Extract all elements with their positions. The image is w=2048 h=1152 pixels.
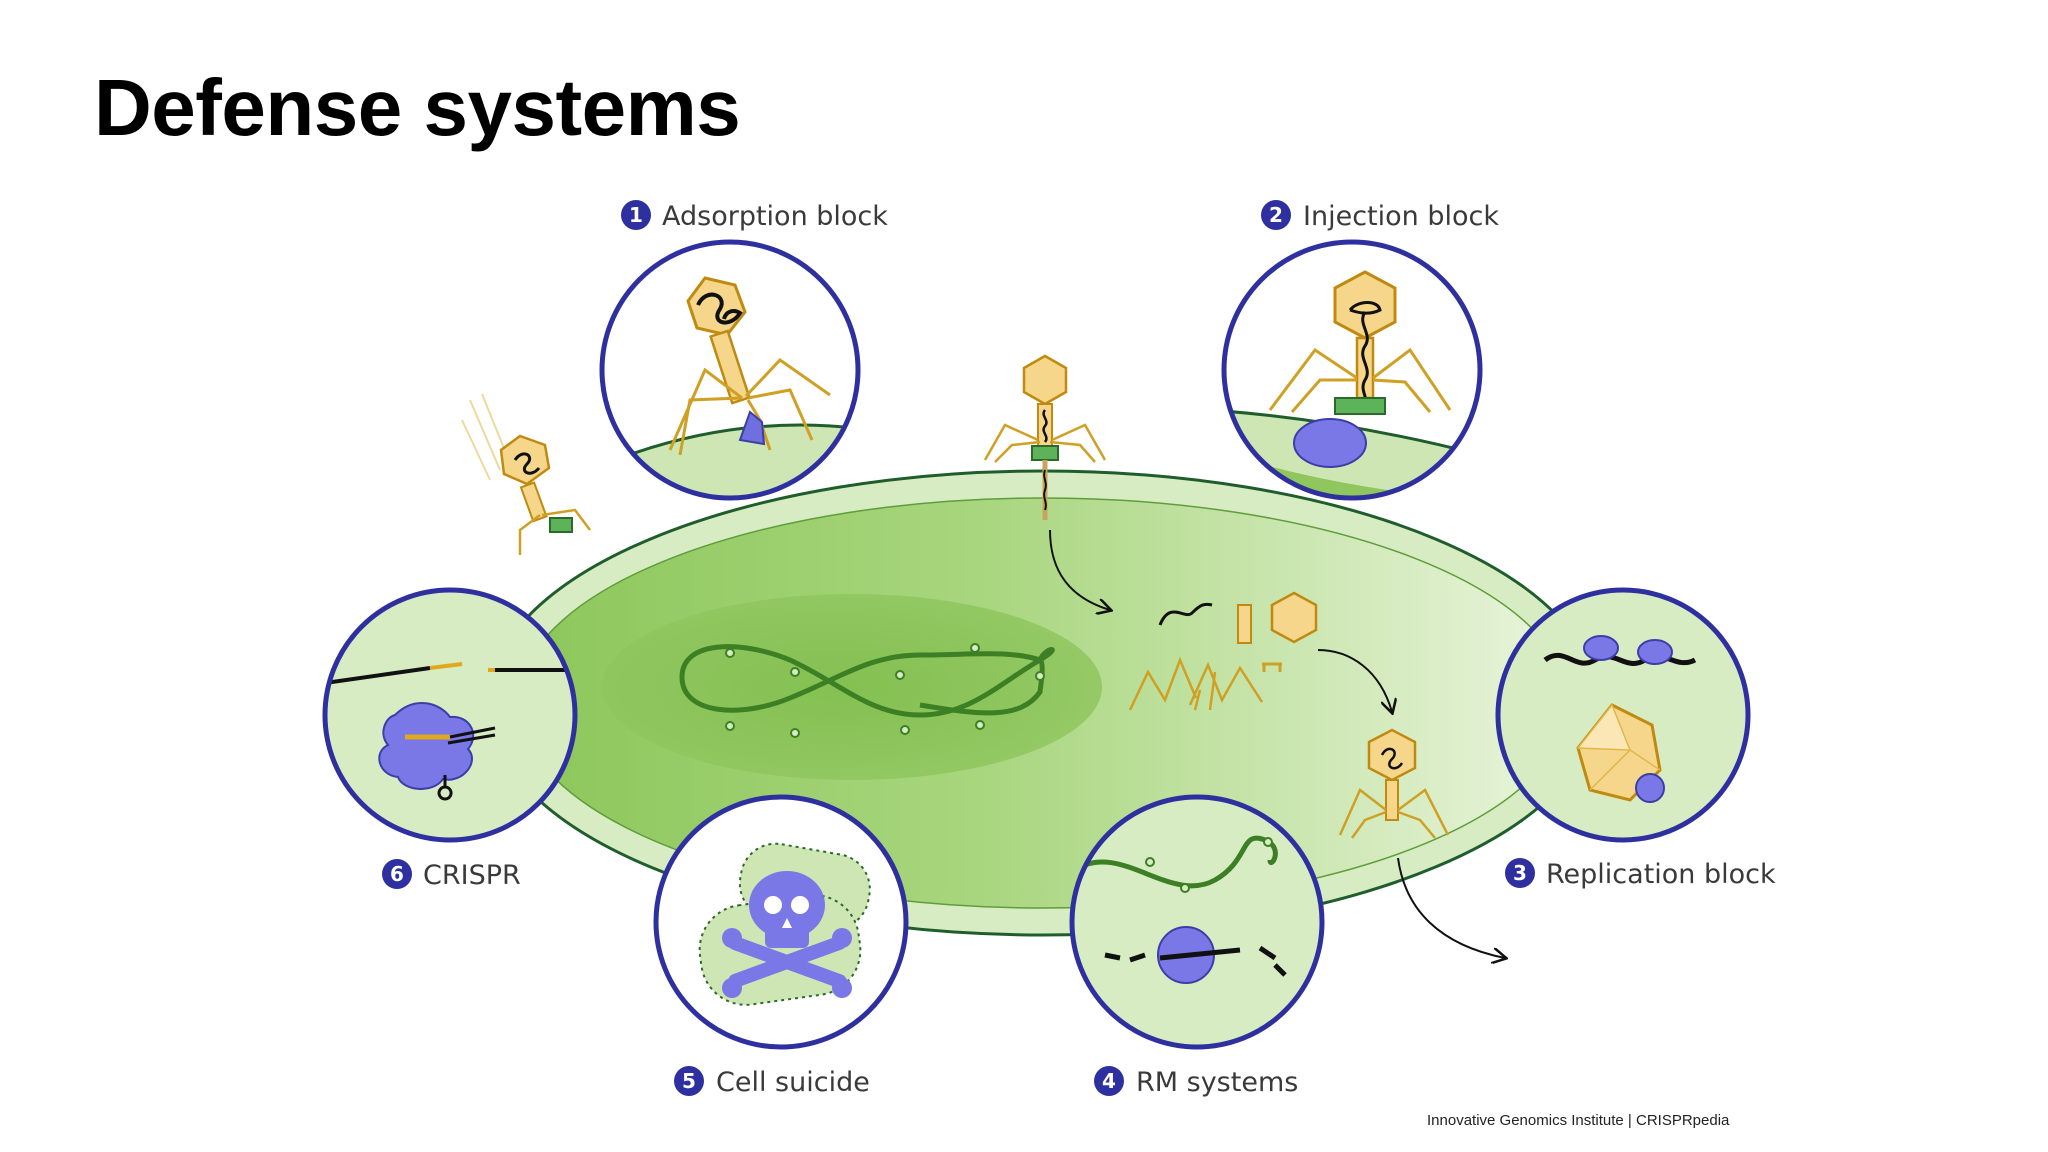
number-badge-5 bbox=[674, 1066, 704, 1096]
number-badge-3 bbox=[1505, 858, 1535, 888]
number-badge-1 bbox=[621, 200, 651, 230]
bacterial-cell bbox=[486, 469, 1600, 937]
number-4: 4 bbox=[1102, 1069, 1116, 1093]
phage-assembly-parts bbox=[1128, 591, 1392, 712]
label-rm-systems: RM systems bbox=[1136, 1067, 1298, 1098]
rm-systems-inset bbox=[1069, 794, 1325, 1050]
label-cell-suicide: Cell suicide bbox=[716, 1067, 870, 1098]
number-6: 6 bbox=[390, 862, 404, 886]
cell-suicide-inset bbox=[653, 794, 909, 1050]
label-adsorption-block: Adsorption block bbox=[662, 201, 888, 232]
phage-attaching bbox=[461, 393, 591, 555]
stage-label-3: 3 Replication block bbox=[1505, 858, 1776, 890]
chromosome bbox=[679, 643, 1055, 738]
number-5: 5 bbox=[682, 1069, 696, 1093]
phage-injecting bbox=[983, 354, 1110, 610]
label-replication-block: Replication block bbox=[1546, 859, 1776, 890]
stage-label-4: 4 RM systems bbox=[1094, 1066, 1298, 1098]
phage-assembled bbox=[1338, 728, 1505, 958]
page-title: Defense systems bbox=[94, 63, 741, 152]
adsorption-block-inset bbox=[599, 239, 861, 501]
credit-text: Innovative Genomics Institute | CRISPRpe… bbox=[1427, 1112, 1730, 1129]
number-1: 1 bbox=[629, 203, 643, 227]
skull-icon bbox=[722, 871, 852, 998]
crispr-inset bbox=[322, 587, 578, 843]
stage-label-2: 2 Injection block bbox=[1261, 200, 1499, 232]
number-badge-4 bbox=[1094, 1066, 1124, 1096]
label-crispr: CRISPR bbox=[423, 860, 521, 891]
number-badge-6 bbox=[382, 859, 412, 889]
number-3: 3 bbox=[1513, 861, 1527, 885]
stage-label-5: 5 Cell suicide bbox=[674, 1066, 870, 1098]
stage-label-6: 6 CRISPR bbox=[382, 859, 521, 891]
replication-block-inset bbox=[1495, 587, 1751, 843]
number-badge-2 bbox=[1261, 200, 1291, 230]
label-injection-block: Injection block bbox=[1303, 201, 1499, 232]
injection-block-inset bbox=[1221, 239, 1483, 501]
number-2: 2 bbox=[1269, 203, 1283, 227]
stage-label-1: 1 Adsorption block bbox=[621, 200, 888, 232]
